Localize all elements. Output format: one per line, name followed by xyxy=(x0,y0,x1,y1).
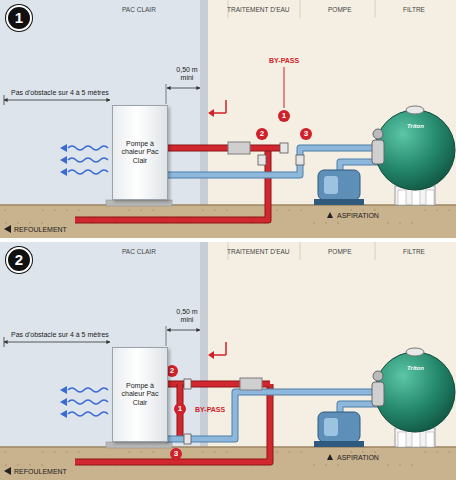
panel-illustration xyxy=(0,242,456,480)
column-heading: PAC CLAIR xyxy=(122,6,156,13)
column-heading: TRAITEMENT D'EAU xyxy=(227,6,290,13)
unit-label: Pompe à chaleur Pac Clair xyxy=(113,382,167,406)
column-heading: TRAITEMENT D'EAU xyxy=(227,248,290,255)
callout-number: 1 xyxy=(278,110,290,122)
column-heading: POMPE xyxy=(328,248,351,255)
installation-illustration xyxy=(0,0,456,238)
outlet-label: REFOULEMENT xyxy=(14,468,67,475)
clearance-note: Pas d'obstacle sur 4 à 5 mètres xyxy=(11,331,109,338)
callout-number: 1 xyxy=(174,403,186,415)
column-heading: FILTRE xyxy=(403,248,425,255)
callout-number: 2 xyxy=(256,128,268,140)
clearance-dimension: 0,50 m mini xyxy=(172,66,202,81)
panel-illustration xyxy=(0,0,456,238)
callout-number: 3 xyxy=(170,448,182,460)
brand-logo: Triton xyxy=(407,365,424,371)
column-heading: FILTRE xyxy=(403,6,425,13)
column-heading: PAC CLAIR xyxy=(122,248,156,255)
column-heading: POMPE xyxy=(328,6,351,13)
unit-label: Pompe à chaleur Pac Clair xyxy=(113,140,167,164)
bypass-label: BY-PASS xyxy=(195,406,225,413)
outlet-label: REFOULEMENT xyxy=(14,226,67,233)
bypass-label: BY-PASS xyxy=(269,57,299,64)
installation-illustration xyxy=(0,242,456,480)
heat-pump-unit: Pompe à chaleur Pac Clair xyxy=(112,105,168,200)
brand-logo: Triton xyxy=(407,123,424,129)
inlet-label: ASPIRATION xyxy=(337,454,379,461)
heat-pump-unit: Pompe à chaleur Pac Clair xyxy=(112,347,168,442)
installation-panel: 2Pompe à chaleur Pac Clair xyxy=(0,242,456,480)
callout-number: 3 xyxy=(300,128,312,140)
panel-number: 2 xyxy=(6,247,32,273)
panel-number: 1 xyxy=(6,5,32,31)
clearance-note: Pas d'obstacle sur 4 à 5 mètres xyxy=(11,89,109,96)
clearance-dimension: 0,50 m mini xyxy=(172,308,202,323)
inlet-label: ASPIRATION xyxy=(337,212,379,219)
installation-panel: 1Pompe à chaleur Pac Clair xyxy=(0,0,456,238)
